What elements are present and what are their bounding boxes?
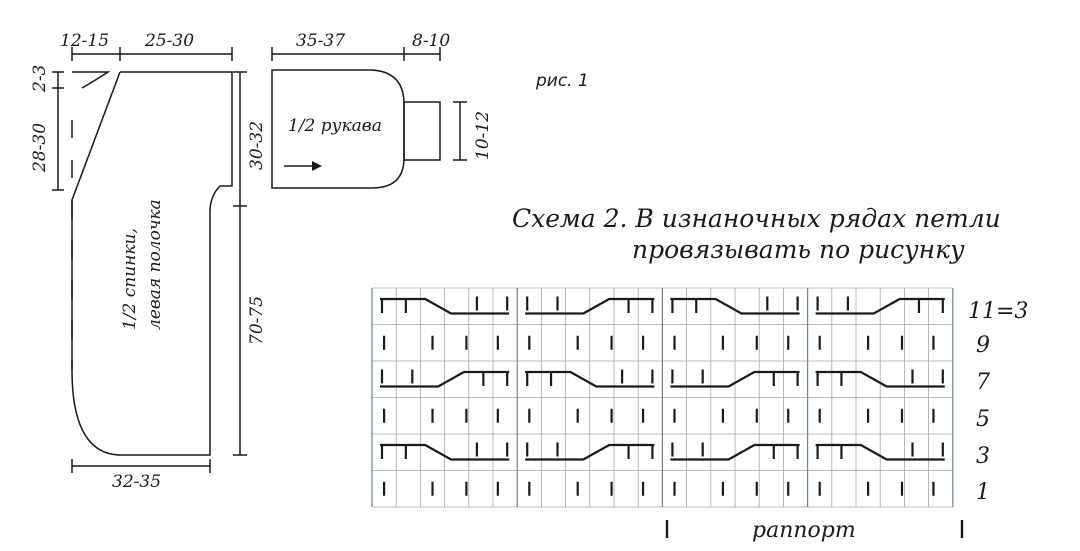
rapport-label: раппорт — [752, 518, 856, 543]
dim-right-bottom: 70-75 — [247, 296, 267, 345]
dim-sleeve-top-right: 8-10 — [412, 31, 450, 51]
back-piece-label-1: 1/2 спинки, — [120, 228, 140, 330]
dim-left-mid: 28-30 — [30, 123, 50, 173]
figure-label: рис. 1 — [535, 71, 589, 91]
row-numbers: 11=3 9 7 5 3 1 — [968, 299, 1028, 505]
dim-left-top: 2-3 — [30, 65, 50, 93]
row-number: 7 — [976, 370, 990, 395]
sleeve-cuff — [403, 101, 441, 161]
row-number: 1 — [976, 480, 990, 505]
sleeve-schematic: 35-37 8-10 1/2 рукава 10-12 — [271, 31, 493, 189]
back-piece-schematic: 12-15 25-30 2-3 28-30 1/2 спинки, левая … — [30, 31, 267, 492]
dim-bottom: 32-35 — [112, 472, 161, 492]
stitch-chart — [371, 287, 954, 508]
sleeve-label: 1/2 рукава — [288, 116, 382, 136]
cable-cross-symbol — [380, 443, 510, 461]
dim-sleeve-right: 10-12 — [473, 111, 493, 160]
cable-cross-symbol — [380, 297, 510, 315]
cable-cross-symbol — [815, 370, 945, 388]
scheme-title-line2: провязывать по рисунку — [632, 235, 965, 264]
cable-cross-symbol — [525, 297, 655, 315]
back-piece-label-2: левая полочка — [145, 199, 165, 330]
dim-top-left: 12-15 — [60, 31, 109, 51]
cable-cross-symbol — [670, 297, 800, 315]
back-piece-outline — [71, 71, 233, 456]
scheme-title-line1: Схема 2. В изнаночных рядах петли — [512, 204, 1001, 233]
row-number: 5 — [976, 407, 990, 432]
row-number: 3 — [976, 444, 990, 469]
dim-sleeve-top-left: 35-37 — [296, 31, 345, 51]
cable-cross-symbol — [670, 370, 800, 388]
dim-right-top: 30-32 — [247, 121, 267, 170]
cable-cross-symbol — [815, 297, 945, 315]
row-number: 11=3 — [968, 299, 1028, 324]
cable-cross-symbol — [525, 370, 655, 388]
row-number: 9 — [976, 333, 990, 358]
dim-top-right: 25-30 — [144, 31, 194, 51]
neck-notch — [72, 71, 111, 89]
cable-cross-symbol — [670, 443, 800, 461]
arrow-head-icon — [312, 161, 322, 171]
cable-cross-symbol — [815, 443, 945, 461]
cable-cross-symbol — [525, 443, 655, 461]
cable-cross-symbol — [380, 370, 510, 388]
